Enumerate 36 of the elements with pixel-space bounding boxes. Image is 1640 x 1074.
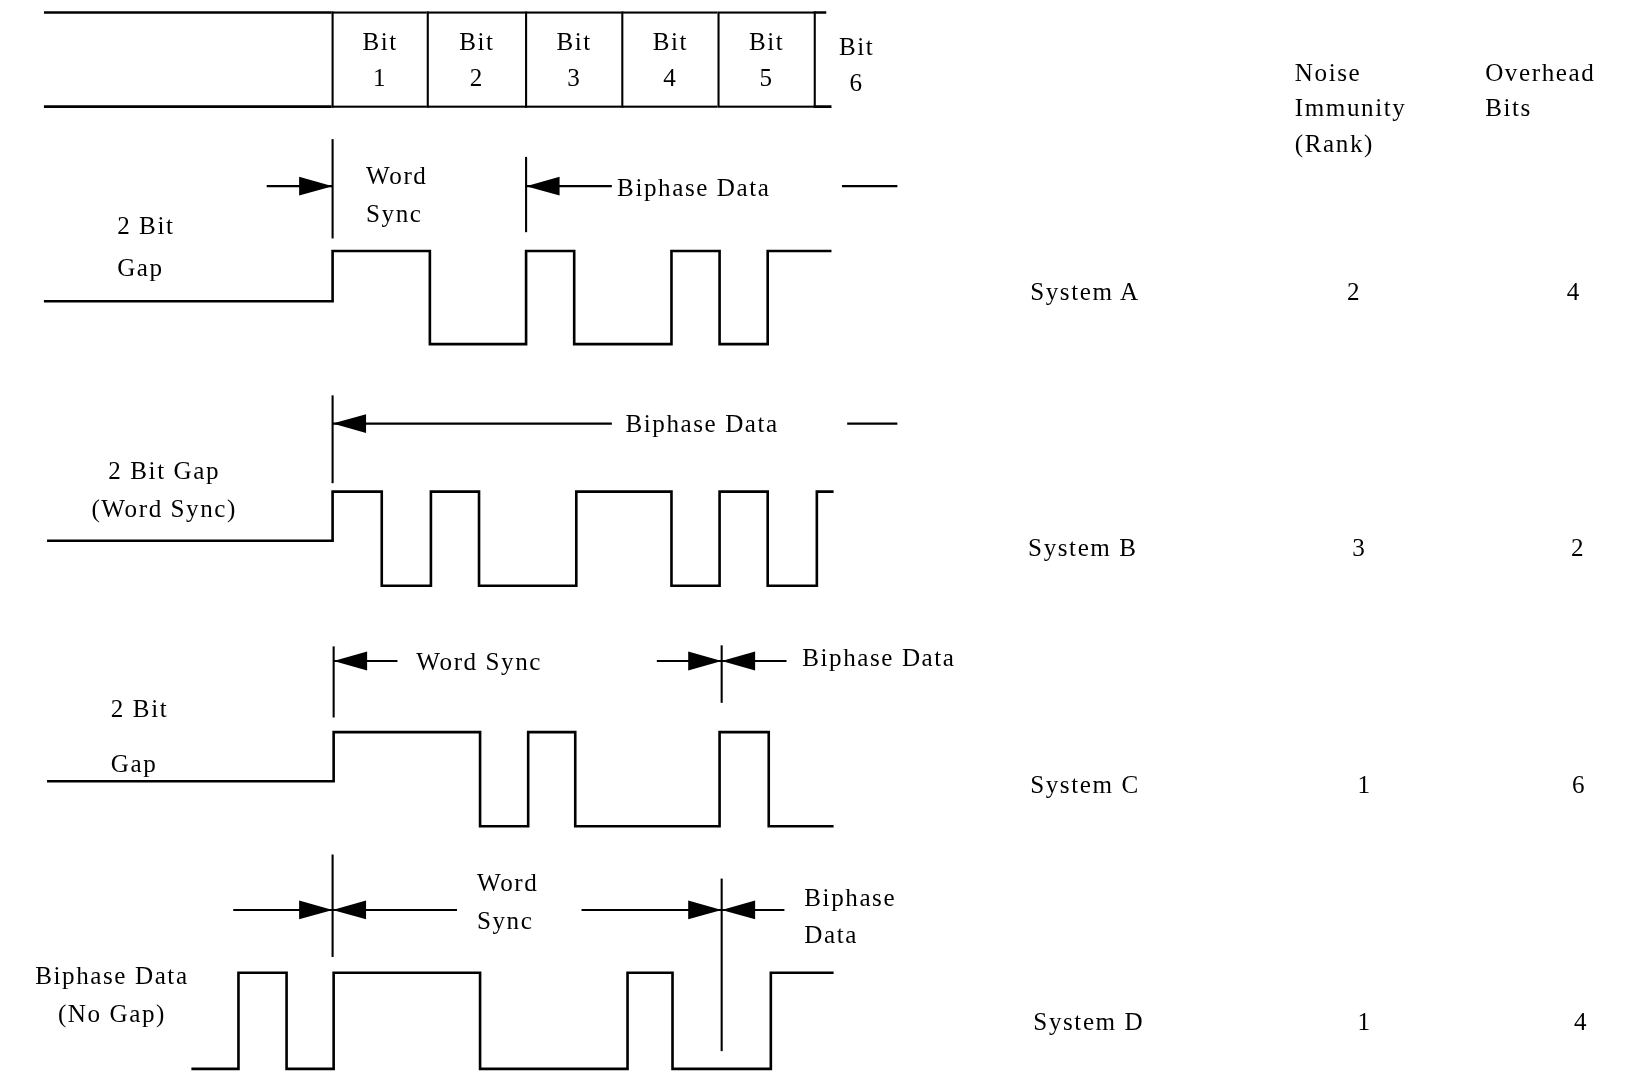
signal-label: 2 Bit Gap [117,211,176,284]
table-value: 4 [1574,1007,1589,1038]
bit-label: Bit 5 [747,27,786,93]
bit-cell [426,11,526,108]
column-heading: Overhead Bits [1485,57,1597,124]
signal-label: Word Sync [366,161,429,229]
signal-label: 2 Bit Gap [110,694,170,780]
table-value: 4 [1566,277,1581,308]
table-value: 2 [1347,277,1362,308]
column-heading: Bit 6 [837,32,876,99]
bit-label: Bit 1 [361,27,399,93]
signal-label: Word Sync [476,868,540,936]
system-name: System D [1033,1007,1145,1038]
bit-label: Bit 3 [555,27,593,93]
table-value: 2 [1570,533,1586,564]
table-value: 1 [1357,1007,1372,1038]
signal-label: Biphase Data [617,172,771,203]
signal-label: Biphase Data [804,882,898,951]
bit-cell [621,11,718,108]
column-heading: Noise Immunity (Rank) [1294,57,1408,159]
system-name: System A [1030,277,1140,308]
table-value: 6 [1572,769,1587,800]
bit-cell [331,11,427,108]
system-name: System B [1028,533,1138,564]
bit-label: Bit 4 [651,27,690,93]
signal-label: Biphase Data [802,643,956,674]
table-value: 1 [1357,769,1372,800]
bit-label: Bit 2 [458,27,496,93]
bit-cell [717,11,816,108]
signal-label: 2 Bit Gap (Word Sync) [90,456,238,524]
system-name: System C [1030,769,1140,800]
signal-label: Word Sync [416,647,542,678]
bit-cell [525,11,622,108]
table-value: 3 [1352,533,1367,564]
signal-label: Biphase Data [625,409,779,440]
signal-label: Biphase Data (No Gap) [34,961,190,1030]
